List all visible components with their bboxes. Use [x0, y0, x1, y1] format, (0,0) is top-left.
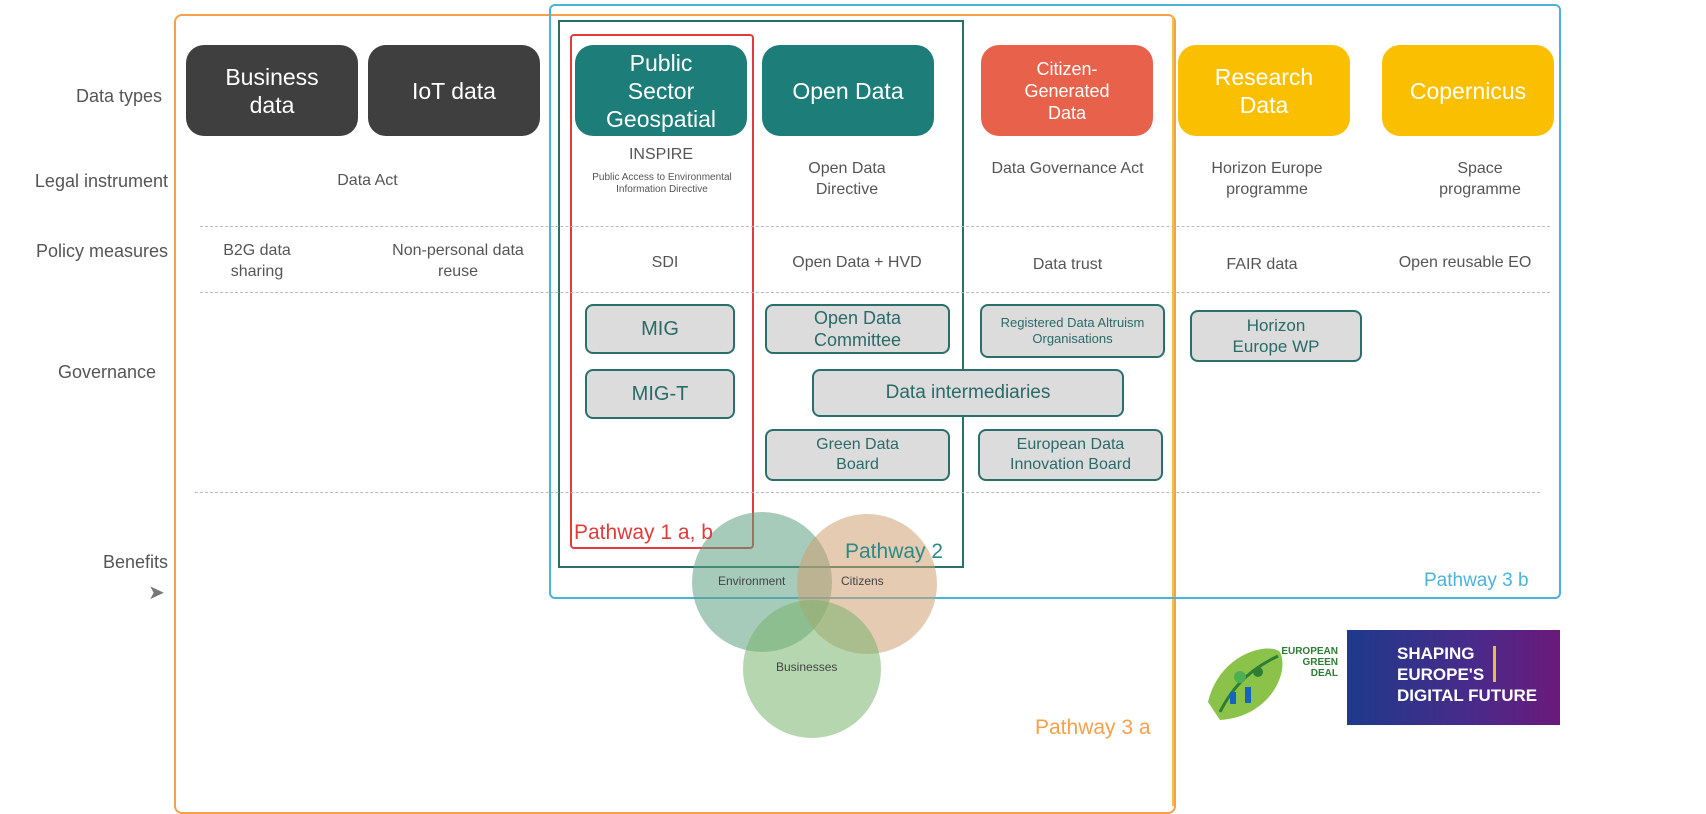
data-type-open-data: Open Data — [762, 45, 934, 136]
separator-legal — [200, 226, 1550, 227]
pathway-3a-label: Pathway 3 a — [1035, 716, 1151, 739]
legal-inspire: INSPIRE — [628, 146, 693, 163]
green-deal-logo: EUROPEAN GREEN DEAL — [1200, 632, 1338, 728]
green-deal-logo-text: EUROPEAN GREEN DEAL — [1281, 646, 1338, 679]
row-label-policy-measures: Policy measures — [35, 241, 168, 261]
data-type-citizen-generated: Citizen-Generated Data — [981, 45, 1153, 136]
cursor-icon: ➤ — [148, 582, 165, 604]
governance-european-data-innovation-board: European Data Innovation Board — [978, 429, 1163, 481]
row-label-data-types: Data types — [75, 86, 162, 106]
pathway-3a-inner-line — [1172, 16, 1174, 806]
digital-future-line-3: DIGITAL FUTURE — [1397, 686, 1538, 705]
separator-policy — [200, 292, 1550, 293]
legal-inspire-subtitle: Public Access to Environmental Informati… — [592, 172, 732, 195]
data-type-public-sector-geospatial: Public Sector Geospatial — [575, 45, 747, 136]
venn-citizens-label: Citizens — [841, 574, 884, 588]
data-type-iot: IoT data — [368, 45, 540, 136]
policy-fair-data: FAIR data — [1226, 256, 1298, 273]
governance-open-data-committee: Open Data Committee — [765, 304, 950, 354]
data-type-business: Business data — [186, 45, 358, 136]
policy-non-personal-data-reuse: Non-personal data reuse — [392, 242, 524, 280]
policy-b2g-data-sharing: B2G data sharing — [223, 242, 291, 280]
row-label-benefits: Benefits — [102, 552, 168, 572]
digital-future-line-2: EUROPE'S — [1397, 665, 1485, 684]
policy-open-data-hvd: Open Data + HVD — [792, 254, 922, 271]
green-deal-leaf-icon — [1208, 648, 1283, 720]
pathway-3b-label: Pathway 3 b — [1424, 570, 1529, 591]
venn-environment-label: Environment — [718, 574, 786, 588]
policy-open-reusable-eo: Open reusable EO — [1398, 254, 1532, 271]
data-type-copernicus: Copernicus — [1382, 45, 1554, 136]
legal-data-governance-act: Data Governance Act — [991, 160, 1144, 177]
digital-future-line-1: SHAPING — [1397, 644, 1475, 663]
legal-open-data-directive: Open Data Directive — [808, 160, 886, 198]
pathway-1-label: Pathway 1 a, b — [574, 521, 713, 544]
venn-businesses-circle — [743, 600, 881, 738]
policy-data-trust: Data trust — [1032, 256, 1103, 273]
governance-mig: MIG — [585, 304, 735, 354]
digital-future-accent-bar — [1493, 646, 1496, 682]
policy-sdi: SDI — [651, 254, 679, 271]
governance-green-data-board: Green Data Board — [765, 429, 950, 481]
pathway-1-frame — [570, 34, 754, 549]
governance-horizon-europe-wp: Horizon Europe WP — [1190, 310, 1362, 362]
governance-registered-data-altruism: Registered Data Altruism Organisations — [980, 304, 1165, 358]
pathway-3b-frame — [549, 4, 1561, 599]
pathway-2-label: Pathway 2 — [845, 540, 944, 563]
row-label-legal-instrument: Legal instrument — [34, 171, 168, 191]
governance-mig-t: MIG-T — [585, 369, 735, 419]
digital-future-logo: SHAPING EUROPE'S DIGITAL FUTURE — [1347, 630, 1560, 725]
venn-businesses-label: Businesses — [776, 660, 838, 674]
legal-data-act: Data Act — [337, 172, 398, 189]
separator-governance — [195, 492, 1540, 493]
legal-horizon-europe-programme: Horizon Europe programme — [1211, 160, 1323, 198]
data-type-research: Research Data — [1178, 45, 1350, 136]
legal-space-programme: Space programme — [1439, 160, 1521, 198]
governance-data-intermediaries: Data intermediaries — [812, 369, 1124, 417]
row-label-governance: Governance — [57, 362, 156, 382]
